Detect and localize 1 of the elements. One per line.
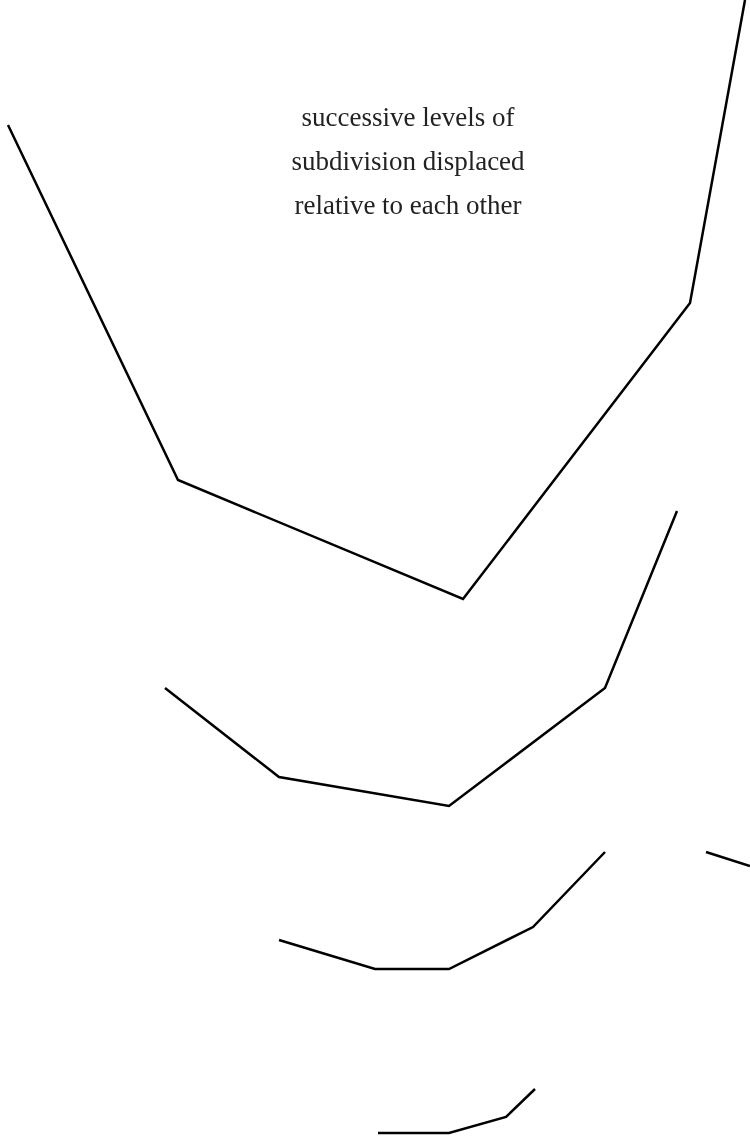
note-text: successive levels of subdivision displaced relative to each other bbox=[290, 101, 526, 222]
